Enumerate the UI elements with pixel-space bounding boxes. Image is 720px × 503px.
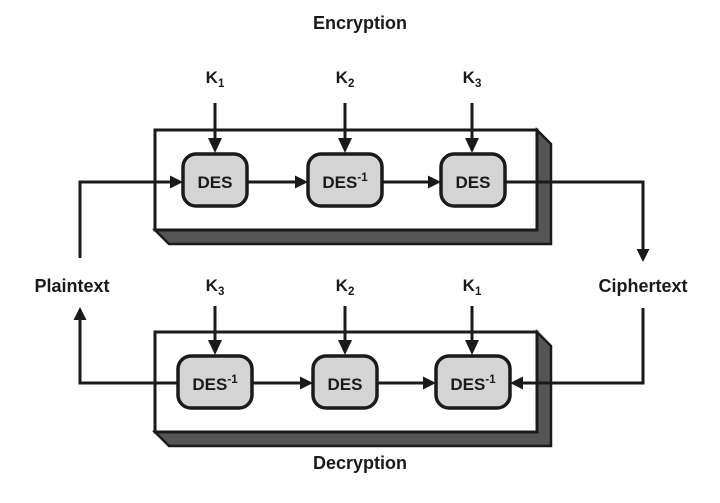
- des-stage-label: DES-1: [192, 374, 238, 394]
- encryption-title: Encryption: [313, 13, 407, 33]
- key-subscript: 1: [218, 78, 225, 90]
- stage-exponent: -1: [485, 374, 496, 386]
- key-arrow-enc-2: [338, 103, 352, 153]
- des-stage-enc-1: DES: [181, 152, 249, 208]
- arrowhead-right: [428, 175, 441, 189]
- decryption-unit: K3 K2 K1: [73, 276, 645, 448]
- stage-name: DES: [322, 173, 357, 192]
- key-subscript: 2: [348, 286, 354, 298]
- des-stage-label: DES: [198, 173, 233, 192]
- key-arrow-dec-1: [208, 306, 222, 355]
- stage-name: DES: [192, 375, 227, 394]
- key-base: K: [463, 276, 476, 295]
- key-arrow-dec-3: [465, 306, 479, 355]
- encryption-flow-arrow-1: [247, 175, 308, 189]
- arrowhead-down: [208, 340, 222, 355]
- arrowhead-left: [510, 376, 523, 390]
- des-stage-label: DES: [456, 173, 491, 192]
- stage-name: DES: [456, 173, 491, 192]
- key-subscript: 3: [475, 78, 481, 90]
- arrowhead-right: [300, 376, 313, 390]
- decryption-flow-arrow-2: [377, 376, 436, 390]
- encryption-flow-arrow-2: [382, 175, 441, 189]
- stage-exponent: -1: [357, 172, 368, 184]
- ciphertext-input-arrow: [510, 308, 645, 390]
- des-stage-box: [439, 152, 507, 208]
- decryption-title: Decryption: [313, 453, 407, 473]
- arrow-line: [505, 180, 645, 251]
- key-base: K: [336, 276, 349, 295]
- key-subscript: 2: [348, 78, 354, 90]
- stage-name: DES: [328, 375, 363, 394]
- key-arrow-enc-3: [465, 103, 479, 153]
- stage-name: DES: [198, 173, 233, 192]
- ciphertext-output-arrow: [505, 180, 650, 262]
- des-stage-dec-2: DES: [311, 354, 379, 410]
- stage-name: DES: [450, 375, 485, 394]
- key-label-enc-1: K1: [206, 68, 225, 90]
- arrowhead-down: [465, 138, 479, 153]
- key-base: K: [463, 68, 476, 87]
- encryption-unit: K1 K2 K3: [78, 68, 650, 262]
- key-base: K: [336, 68, 349, 87]
- des-stage-box: [176, 354, 254, 410]
- key-base: K: [206, 68, 219, 87]
- key-label-enc-2: K2: [336, 68, 355, 90]
- des-stage-box: [434, 354, 512, 410]
- key-label-dec-3: K1: [463, 276, 482, 298]
- key-subscript: 1: [475, 286, 482, 298]
- des-stage-dec-3: DES-1: [434, 354, 512, 410]
- arrow-line: [521, 308, 645, 385]
- des-stage-enc-2: DES-1: [306, 152, 384, 208]
- key-base: K: [206, 276, 219, 295]
- key-label-dec-2: K2: [336, 276, 355, 298]
- arrowhead-down: [465, 340, 479, 355]
- plaintext-output-arrow: [73, 307, 181, 385]
- ciphertext-label: Ciphertext: [598, 276, 687, 296]
- arrowhead-down: [208, 138, 222, 153]
- stage-exponent: -1: [227, 374, 238, 386]
- decryption-flow-arrow-1: [252, 376, 313, 390]
- arrow-line: [78, 318, 181, 385]
- des-stage-box: [306, 152, 384, 208]
- arrowhead-right: [423, 376, 436, 390]
- arrowhead-down: [636, 249, 650, 262]
- key-arrow-dec-2: [338, 306, 352, 355]
- des-stage-label: DES-1: [322, 172, 368, 192]
- arrowhead-down: [338, 138, 352, 153]
- des-stage-dec-1: DES-1: [176, 354, 254, 410]
- key-label-enc-3: K3: [463, 68, 482, 90]
- plaintext-input-arrow: [78, 175, 183, 258]
- arrowhead-right: [170, 175, 183, 189]
- key-label-dec-1: K3: [206, 276, 225, 298]
- plaintext-label: Plaintext: [34, 276, 109, 296]
- key-subscript: 3: [218, 286, 224, 298]
- des-stage-enc-3: DES: [439, 152, 507, 208]
- des-stage-label: DES-1: [450, 374, 496, 394]
- des-stage-label: DES: [328, 375, 363, 394]
- arrowhead-up: [73, 307, 87, 320]
- arrow-line: [78, 180, 172, 258]
- arrowhead-down: [338, 340, 352, 355]
- des-stage-box: [181, 152, 249, 208]
- key-arrow-enc-1: [208, 103, 222, 153]
- arrowhead-right: [295, 175, 308, 189]
- des-stage-box: [311, 354, 379, 410]
